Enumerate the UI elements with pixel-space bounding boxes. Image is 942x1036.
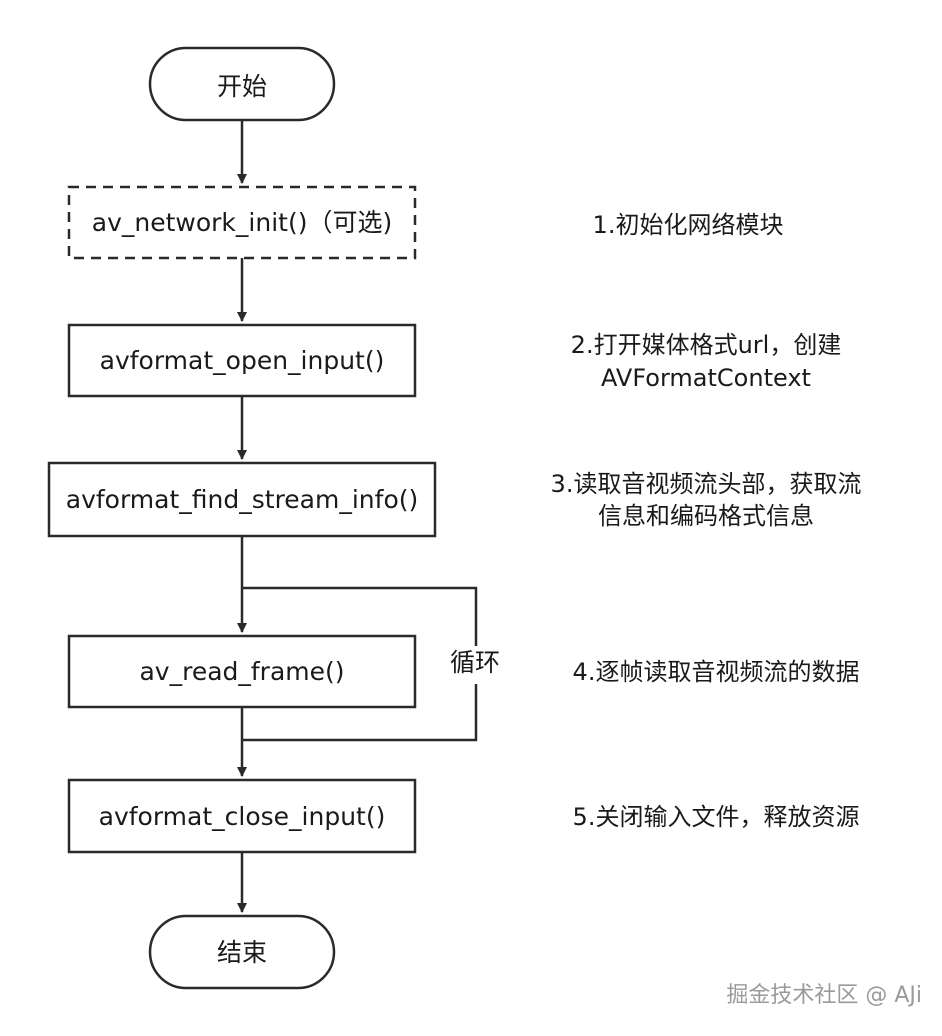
watermark: 掘金技术社区 @ AJi (726, 983, 922, 1008)
find-stream-info-node: avformat_find_stream_info() (47, 461, 437, 538)
note-step3-line2: 信息和编码格式信息 (598, 502, 814, 530)
close-input-label: avformat_close_input() (99, 802, 386, 831)
network-init-label: av_network_init()（可选) (92, 208, 392, 237)
network-init-node: av_network_init()（可选) (67, 185, 417, 260)
note-step2-line2: AVFormatContext (601, 364, 811, 392)
read-frame-label: av_read_frame() (139, 657, 344, 686)
note-step5: 5.关闭输入文件，释放资源 (573, 803, 860, 831)
note-step3-line1: 3.读取音视频流头部，获取流 (551, 470, 862, 498)
start-label: 开始 (217, 72, 267, 101)
read-frame-node: av_read_frame() (67, 634, 417, 709)
loop-label-background (444, 646, 506, 684)
note-step2-line1: 2.打开媒体格式url，创建 (571, 331, 842, 359)
end-label: 结束 (217, 938, 267, 967)
note-step1: 1.初始化网络模块 (593, 211, 784, 239)
start-node: 开始 (148, 46, 336, 122)
open-input-label: avformat_open_input() (100, 346, 385, 375)
close-input-node: avformat_close_input() (67, 778, 417, 854)
loop-label: 循环 (450, 648, 500, 677)
note-step4: 4.逐帧读取音视频流的数据 (573, 658, 860, 686)
open-input-node: avformat_open_input() (67, 323, 417, 398)
find-stream-info-label: avformat_find_stream_info() (66, 485, 419, 514)
end-node: 结束 (148, 914, 336, 990)
